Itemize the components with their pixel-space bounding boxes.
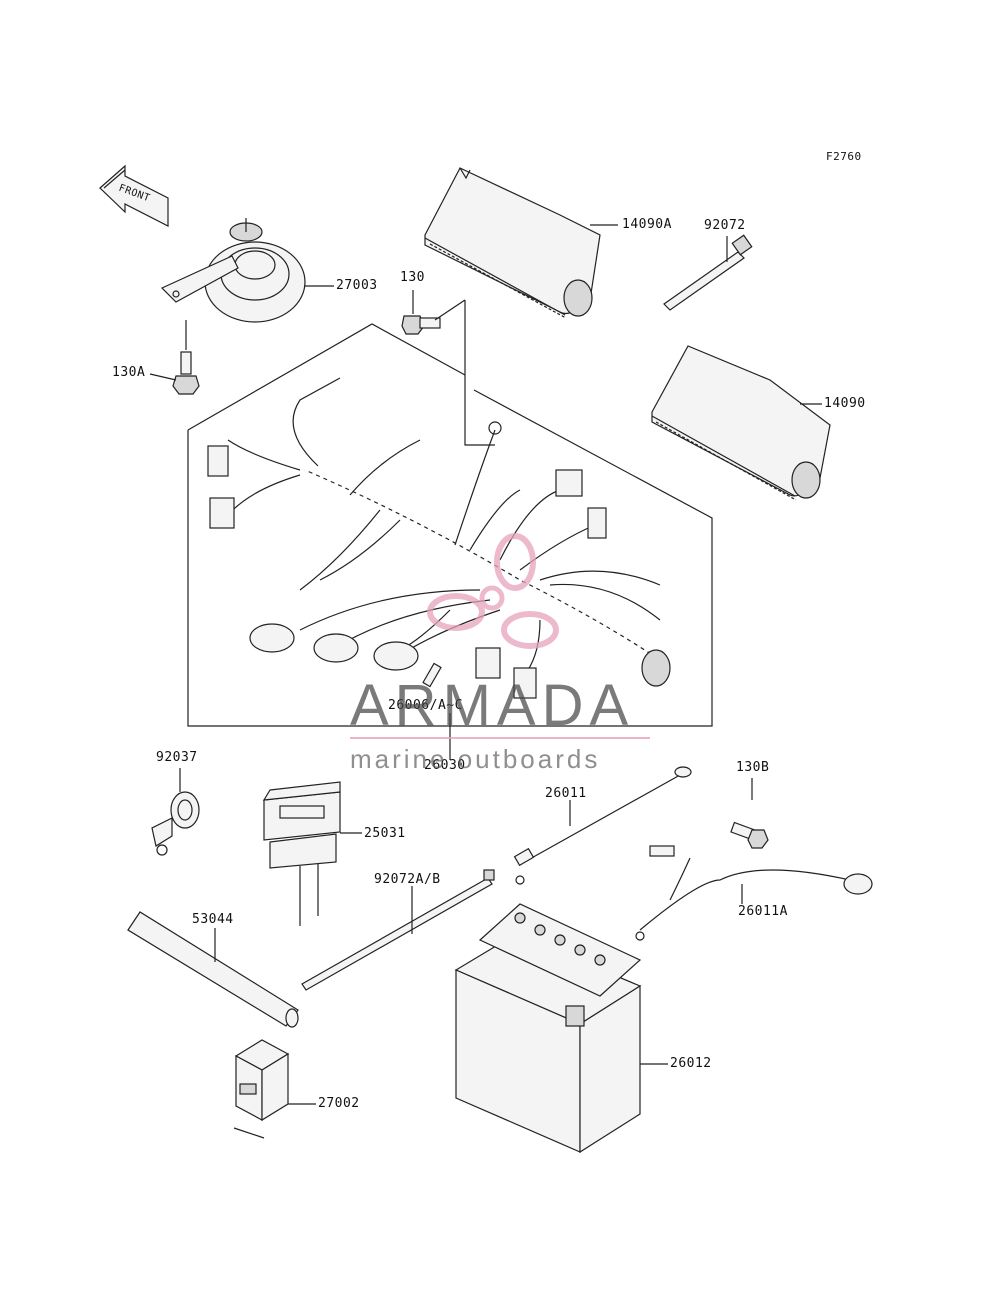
- part-label-14090a: 14090A: [622, 217, 672, 232]
- part-label-26011a: 26011A: [738, 904, 788, 919]
- part-label-26030: 26030: [424, 758, 466, 773]
- part-label-92072: 92072: [704, 218, 746, 233]
- figure-code: F2760: [826, 150, 862, 163]
- part-label-27003: 27003: [336, 278, 378, 293]
- watermark-title: ARMADA: [350, 673, 635, 738]
- relay-27002-part: [233, 1039, 290, 1139]
- cable-tie-92072-part: [663, 234, 753, 311]
- cover-14090a-part: [424, 167, 601, 319]
- bolt-130a-part: [172, 320, 200, 395]
- watermark-propeller-icon: [427, 533, 559, 649]
- bolt-130b-part: [730, 821, 769, 849]
- tube-53044-part: [127, 911, 299, 1028]
- part-label-130a: 130A: [112, 365, 146, 380]
- wiring-harness-part: [207, 377, 671, 699]
- harness-frame: [187, 299, 713, 727]
- battery-cable-26011a-part: [635, 845, 873, 941]
- part-label-92072ab: 92072A/B: [374, 872, 441, 887]
- part-label-92037: 92037: [156, 750, 198, 765]
- part-label-25031: 25031: [364, 826, 406, 841]
- battery-cable-26011-part: [513, 766, 692, 885]
- part-label-14090: 14090: [824, 396, 866, 411]
- part-label-26006: 26006/A~C: [388, 698, 463, 713]
- front-arrow-icon: [99, 164, 169, 227]
- part-label-53044: 53044: [192, 912, 234, 927]
- hour-meter-25031-part: [262, 781, 341, 926]
- part-label-130: 130: [400, 270, 425, 285]
- fuse-26006-part: [422, 662, 442, 688]
- cable-tie-92072ab-part: [301, 869, 495, 991]
- bolt-130-part: [401, 290, 441, 335]
- part-label-27002: 27002: [318, 1096, 360, 1111]
- part-label-26012: 26012: [670, 1056, 712, 1071]
- battery-26012-part: [454, 903, 642, 1154]
- leader-130a: [149, 373, 177, 381]
- watermark-subtitle: marine outboards: [350, 744, 601, 774]
- horn-part: [160, 218, 306, 323]
- clamp-92037-part: [151, 791, 200, 856]
- part-label-26011: 26011: [545, 786, 587, 801]
- cover-14090-part: [651, 345, 831, 501]
- part-label-130b: 130B: [736, 760, 770, 775]
